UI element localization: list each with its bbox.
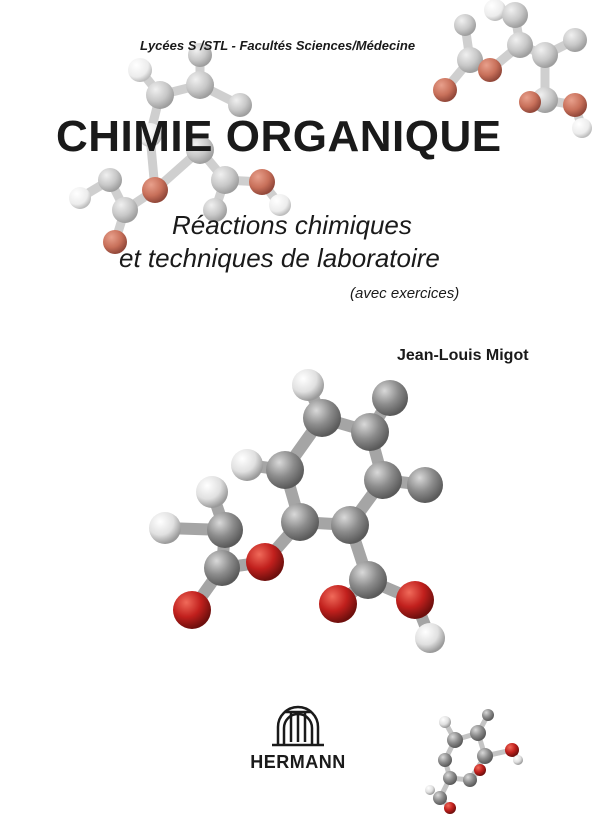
series-line: Lycées S /STL - Facultés Sciences/Médeci… xyxy=(140,38,416,53)
molecule-model-icon xyxy=(69,43,291,254)
book-subtitle-line-2: et techniques de laboratoire xyxy=(119,243,440,273)
hermann-logo-icon xyxy=(272,705,324,747)
molecule-model-icon xyxy=(149,369,445,653)
author-name: Jean-Louis Migot xyxy=(397,347,529,364)
book-subtitle-line-1: Réactions chimiques xyxy=(172,210,412,240)
molecule-model-icon xyxy=(425,709,523,814)
exercises-note: (avec exercices) xyxy=(350,285,460,302)
book-title: CHIMIE ORGANIQUE xyxy=(56,112,502,161)
publisher-name: HERMANN xyxy=(250,752,346,772)
molecule-model-icon xyxy=(433,0,592,138)
